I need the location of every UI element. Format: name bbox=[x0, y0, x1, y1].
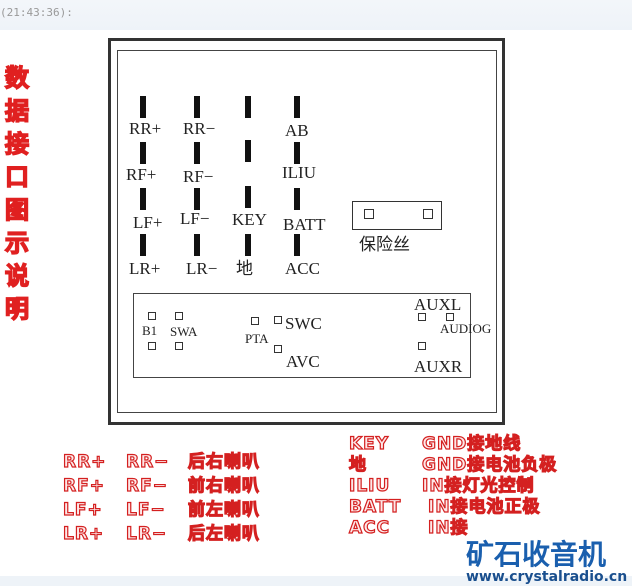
pin-label-rr-minus: RR− bbox=[183, 119, 216, 138]
pin-bar bbox=[245, 186, 251, 208]
pin-square bbox=[418, 342, 426, 350]
pin-label-avc: AVC bbox=[286, 352, 320, 371]
pin-label-key: KEY bbox=[232, 210, 267, 229]
legend-pin: LF− bbox=[125, 499, 166, 520]
pin-bar bbox=[294, 142, 300, 164]
footer-bar bbox=[0, 576, 632, 586]
pin-bar bbox=[294, 234, 300, 256]
legend-desc: IN接电池正极 bbox=[427, 496, 541, 517]
timestamp: (21:43:36): bbox=[0, 6, 73, 19]
pin-square bbox=[251, 317, 259, 325]
pin-label-ab: AB bbox=[285, 121, 309, 140]
side-title-char: 明 bbox=[4, 294, 30, 324]
pin-label-swc: SWC bbox=[285, 314, 322, 333]
watermark-logo: 矿石收音机 bbox=[466, 538, 607, 571]
side-title-char: 数 bbox=[4, 63, 30, 93]
aux-connector bbox=[133, 293, 471, 378]
legend-desc: GND接电池负极 bbox=[421, 454, 558, 475]
legend-pin: LF+ bbox=[62, 499, 103, 520]
chat-header-bar bbox=[0, 0, 632, 30]
pin-label-auxr: AUXR bbox=[414, 357, 463, 376]
pin-bar bbox=[245, 96, 251, 118]
pin-square bbox=[274, 316, 282, 324]
pin-label-rf-minus: RF− bbox=[183, 167, 214, 186]
pin-label-iliu: ILIU bbox=[282, 163, 316, 182]
side-title-char: 示 bbox=[4, 228, 30, 258]
pin-bar bbox=[140, 234, 146, 256]
legend-pin: LR+ bbox=[62, 523, 105, 544]
pin-bar bbox=[140, 96, 146, 118]
legend-desc: IN接 bbox=[427, 517, 469, 538]
pin-label-lr-minus: LR− bbox=[186, 259, 218, 278]
legend-pin: RF+ bbox=[62, 475, 105, 496]
pin-bar bbox=[194, 96, 200, 118]
pin-bar bbox=[140, 188, 146, 210]
side-title: 数 据 接 口 图 示 说 明 bbox=[3, 62, 31, 326]
pin-label-rf-plus: RF+ bbox=[126, 165, 157, 184]
pin-label-lf-minus: LF− bbox=[180, 209, 210, 228]
legend-desc: GND接地线 bbox=[421, 433, 522, 454]
pin-label-auxl: AUXL bbox=[414, 295, 462, 314]
side-title-char: 口 bbox=[4, 162, 30, 192]
pin-label-lr-plus: LR+ bbox=[129, 259, 161, 278]
pin-square bbox=[446, 313, 454, 321]
legend-pin: BATT bbox=[348, 496, 402, 517]
fuse-contact bbox=[364, 209, 374, 219]
legend-pin: RF− bbox=[125, 475, 168, 496]
pin-label-lf-plus: LF+ bbox=[133, 213, 163, 232]
pin-bar bbox=[294, 188, 300, 210]
pin-square bbox=[418, 313, 426, 321]
pin-label-b1: B1 bbox=[142, 323, 158, 338]
legend-pin: KEY bbox=[348, 433, 390, 454]
legend-pin: RR− bbox=[125, 451, 170, 472]
legend-desc: 前左喇叭 bbox=[187, 499, 260, 520]
legend-pin: LR− bbox=[125, 523, 168, 544]
pin-bar bbox=[245, 234, 251, 256]
pin-bar bbox=[140, 142, 146, 164]
pin-label-audiog: AUDIOG bbox=[440, 321, 492, 336]
fuse-contact bbox=[423, 209, 433, 219]
pin-square bbox=[175, 342, 183, 350]
pin-label-swa: SWA bbox=[170, 324, 198, 339]
legend-desc: IN接灯光控制 bbox=[421, 475, 535, 496]
connector-inner-outline bbox=[117, 50, 497, 413]
pin-square bbox=[148, 342, 156, 350]
pin-label-pta: PTA bbox=[245, 331, 269, 346]
legend-desc: 前右喇叭 bbox=[187, 475, 260, 496]
legend-desc: 后左喇叭 bbox=[187, 523, 260, 544]
pin-label-acc: ACC bbox=[285, 259, 320, 278]
legend-pin: 地 bbox=[348, 454, 367, 475]
side-title-char: 接 bbox=[4, 129, 30, 159]
pin-bar bbox=[245, 140, 251, 162]
pin-square bbox=[148, 312, 156, 320]
pin-square bbox=[274, 345, 282, 353]
pin-label-batt: BATT bbox=[283, 215, 326, 234]
side-title-char: 图 bbox=[4, 195, 30, 225]
pin-bar bbox=[294, 96, 300, 118]
pin-label-rr-plus: RR+ bbox=[129, 119, 162, 138]
pin-bar bbox=[194, 142, 200, 164]
legend-pin: RR+ bbox=[62, 451, 107, 472]
side-title-char: 说 bbox=[4, 261, 30, 291]
pin-bar bbox=[194, 234, 200, 256]
legend-pin: ILIU bbox=[348, 475, 391, 496]
legend-desc: 后右喇叭 bbox=[187, 451, 260, 472]
legend-pin: ACC bbox=[348, 517, 391, 538]
pin-square bbox=[175, 312, 183, 320]
connector-outline bbox=[108, 38, 505, 425]
fuse-label: 保险丝 bbox=[359, 235, 410, 254]
watermark-url: www.crystalradio.cn bbox=[466, 569, 628, 585]
pin-label-ground: 地 bbox=[236, 259, 253, 278]
fuse-holder bbox=[352, 201, 442, 230]
side-title-char: 据 bbox=[4, 96, 30, 126]
pin-bar bbox=[194, 188, 200, 210]
